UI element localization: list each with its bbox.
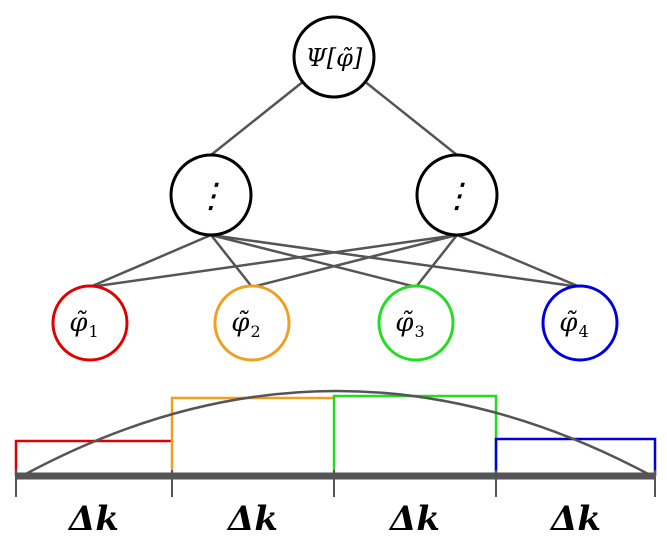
binned-spectrum: Δk Δk Δk Δk: [14, 389, 657, 539]
edge-h1-in4: [210, 233, 581, 289]
input-node-1: φ̃1: [51, 284, 129, 362]
edge-h1-in2: [210, 234, 253, 288]
hidden-node-2: ⋮: [415, 153, 499, 237]
input-node-3-label: φ̃3: [395, 308, 424, 341]
hidden-node-1-dots: ⋮: [194, 176, 228, 216]
root-node: Ψ[φ̃]: [292, 15, 376, 99]
input-node-4: φ̃4: [541, 284, 619, 362]
interval-label-4: Δk: [549, 499, 601, 539]
interval-bin-4: [494, 437, 657, 476]
interval-bin-1: [14, 439, 172, 476]
hidden-node-2-dots: ⋮: [440, 176, 474, 216]
edge-h2-in1: [89, 233, 458, 289]
input-node-4-label: φ̃4: [559, 308, 588, 341]
interval-bin-2: [170, 396, 334, 476]
interval-label-2: Δk: [226, 499, 278, 539]
input-node-2-label: φ̃2: [231, 308, 260, 341]
hidden-node-1: ⋮: [169, 153, 253, 237]
spectrum-curve: [21, 389, 653, 478]
interval-bin-3: [332, 394, 498, 476]
edge-h1-in3: [210, 233, 417, 289]
edge-h2-in2: [251, 233, 458, 289]
input-node-3: φ̃3: [377, 284, 455, 362]
interval-label-3: Δk: [388, 499, 440, 539]
edge-h1-in1: [89, 233, 212, 289]
input-node-2: φ̃2: [213, 284, 291, 362]
edges-hidden-input: [89, 233, 581, 289]
interval-label-1: Δk: [67, 499, 119, 539]
input-node-1-label: φ̃1: [69, 308, 98, 341]
root-label: Ψ[φ̃]: [306, 44, 363, 72]
edge-h2-in3: [415, 234, 458, 288]
edge-h2-in4: [456, 233, 581, 289]
